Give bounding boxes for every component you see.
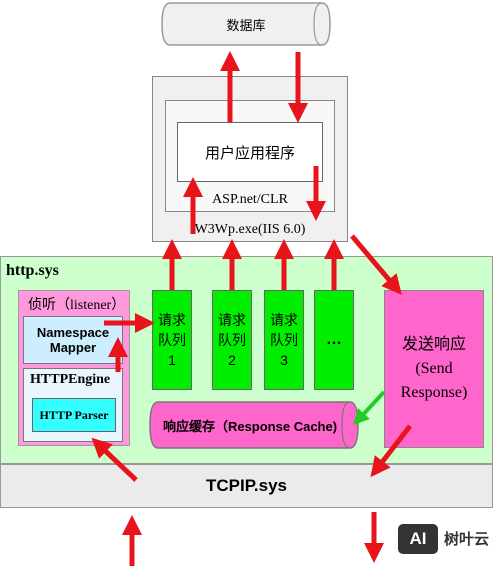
watermark-logo-text: AI <box>409 529 427 548</box>
queue-2-line-1: 请求 <box>218 312 246 328</box>
tcpip-box: TCPIP.sys <box>0 464 493 508</box>
queue-2-line-2: 队列 <box>218 332 246 348</box>
request-queue-2: 请求 队列 2 <box>212 290 252 390</box>
w3wp-label: W3Wp.exe(IIS 6.0) <box>194 222 306 237</box>
http-parser-box: HTTP Parser <box>32 398 116 432</box>
queue-1-line-2: 队列 <box>158 332 186 348</box>
queue-1-line-1: 请求 <box>158 312 186 328</box>
send-response-line-1: 发送响应 <box>401 336 466 353</box>
watermark-text: 树叶云 <box>444 531 490 548</box>
http-engine-label: HTTPEngine <box>30 372 111 387</box>
aspnet-label: ASP.net/CLR <box>212 192 288 207</box>
request-queue-1: 请求 队列 1 <box>152 290 192 390</box>
queue-3-line-1: 请求 <box>270 312 298 328</box>
arrow-send-to-tcpip <box>370 424 412 478</box>
namespace-mapper-label: Namespace Mapper <box>36 325 110 355</box>
watermark-logo: AI <box>398 524 438 554</box>
arrow-send-to-cache <box>353 390 386 426</box>
database-label: 数据库 <box>226 17 266 33</box>
arrow-tcpip-to-parser <box>91 437 138 482</box>
listener-label: 侦听（listener） <box>28 298 126 313</box>
request-queue-3: 请求 队列 3 <box>264 290 304 390</box>
tcpip-label: TCPIP.sys <box>206 476 287 495</box>
user-app-box: 用户应用程序 <box>177 122 323 182</box>
queue-1-line-3: 1 <box>168 352 176 368</box>
send-response-line-2: (Send <box>415 360 453 377</box>
queue-more-line-1: … <box>326 331 342 348</box>
httpsys-label: http.sys <box>6 262 59 279</box>
queue-2-line-3: 2 <box>228 352 236 368</box>
queue-3-line-2: 队列 <box>270 332 298 348</box>
request-queue-more: … <box>314 290 354 390</box>
send-response-box: 发送响应 (Send Response) <box>384 290 484 448</box>
arrow-w3wp-to-send <box>350 234 402 295</box>
send-response-line-3: Response) <box>400 384 468 401</box>
user-app-label: 用户应用程序 <box>204 144 295 162</box>
http-parser-label: HTTP Parser <box>39 407 109 422</box>
response-cache-label: 响应缓存（Response Cache) <box>162 418 338 434</box>
queue-3-line-3: 3 <box>280 352 288 368</box>
